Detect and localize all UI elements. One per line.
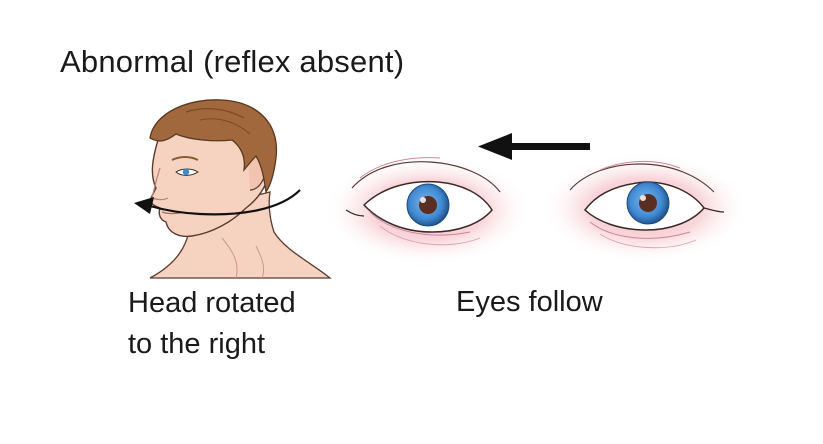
diagram-title: Abnormal (reflex absent) <box>60 44 405 79</box>
head-caption: Head rotated to the right <box>128 283 388 365</box>
head-profile-illustration <box>149 99 332 279</box>
arrow-left <box>478 133 590 160</box>
curved-arrow-left <box>134 189 301 216</box>
left-eye <box>323 155 533 265</box>
head-caption-line-2: to the right <box>128 328 266 360</box>
eye-pair-illustration <box>323 153 750 265</box>
right-eye <box>540 153 750 263</box>
head-caption-line-1: Head rotated <box>128 287 296 319</box>
eyes-caption: Eyes follow <box>456 286 603 318</box>
